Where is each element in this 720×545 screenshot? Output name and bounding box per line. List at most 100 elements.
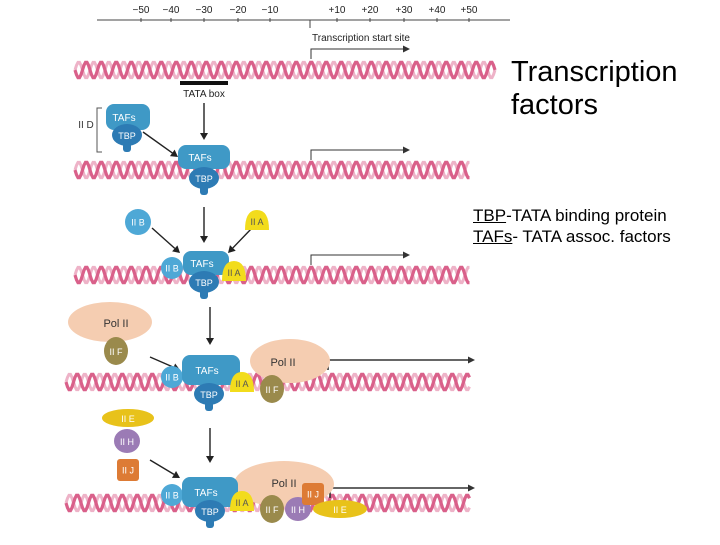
tfiia-label: II A: [227, 268, 240, 278]
legend-item-tbp: TBP-TATA binding protein: [473, 205, 671, 226]
tafs-label: TAFs: [195, 366, 218, 377]
legend-abbr-tbp: TBP: [473, 206, 507, 225]
ruler-tick-label: −30: [196, 5, 213, 16]
tfiia-stage-5: II A: [230, 491, 254, 511]
slide-title-line-2: factors: [511, 89, 599, 121]
tfiih-label: II H: [291, 505, 305, 515]
transcription-start-arrow: [310, 146, 410, 160]
dna-strand-front: [73, 265, 470, 285]
tfiif-shape: [260, 375, 284, 403]
process-arrow: [206, 307, 214, 345]
tfiie-shape: [313, 500, 367, 518]
tfiib-stage-5-shape: [161, 484, 183, 506]
abbreviation-legend: TBP-TATA binding protein TAFs- TATA asso…: [473, 205, 671, 247]
tbp-label: TBP: [201, 507, 219, 517]
tfiia-free: II A: [245, 210, 269, 230]
tfiia-stage-3: II A: [222, 261, 246, 281]
tfiij-label: II J: [307, 490, 319, 500]
pol2-stage-4: Pol II: [250, 339, 330, 383]
process-arrow-head: [206, 456, 214, 463]
slide-title: Transcription factors: [511, 56, 678, 122]
tfiie-free: II E: [102, 409, 154, 427]
process-arrow-head: [228, 245, 236, 253]
tfiib-stage-5-label: II B: [165, 491, 179, 501]
tafs-label: TAFs: [188, 153, 211, 164]
tafs-shape: [182, 355, 240, 385]
process-arrow: [200, 207, 208, 243]
start-arrow-head: [468, 484, 475, 492]
ruler-tick-label: −20: [230, 5, 247, 16]
process-arrow-head: [200, 133, 208, 140]
transcription-start-arrow: [310, 251, 410, 265]
tfiie-label: II E: [121, 414, 135, 424]
ruler-tick-label: −10: [262, 5, 279, 16]
tbp-shape: [189, 167, 219, 189]
tfiif-label: II F: [110, 347, 124, 357]
transcription-start-arrow: [310, 45, 410, 59]
tfiib-free-label: II B: [131, 218, 145, 228]
dna-strand-back: [73, 265, 470, 285]
dna-strand-front: [73, 160, 470, 180]
tfiia-shape: [230, 372, 254, 392]
ruler-tick-label: +20: [362, 5, 379, 16]
start-arrow-head: [468, 356, 475, 364]
tbp-stem: [123, 142, 131, 152]
dna-helix: [73, 265, 470, 285]
tfiif-label: II F: [266, 385, 280, 395]
tbp-stage-4: TBP: [194, 383, 224, 411]
start-arrow-head: [403, 251, 410, 259]
slide-title-line-1: Transcription: [511, 56, 678, 88]
pol2-shape: [250, 339, 330, 383]
process-arrow-head: [169, 149, 178, 157]
tfiia-shape: [245, 210, 269, 230]
start-arrow-head: [403, 146, 410, 154]
dna-strand-back: [73, 160, 470, 180]
transcription-start-arrow: [327, 356, 475, 370]
tfiia-shape: [230, 491, 254, 511]
start-site-label: Transcription start site: [312, 33, 410, 44]
legend-text-tbp: -TATA binding protein: [506, 206, 667, 225]
tfiij-label: II J: [122, 466, 134, 476]
process-arrow: [200, 103, 208, 140]
pol2-free: Pol II: [68, 302, 152, 342]
tfiib-stage-3-shape: [161, 257, 183, 279]
tfiib-stage-3-label: II B: [165, 264, 179, 274]
tafs-stage-5: TAFs: [182, 477, 238, 507]
tfiif-shape: [260, 495, 284, 523]
tafs-label: TAFs: [112, 113, 135, 124]
tfiie-stage-5: II E: [313, 500, 367, 518]
tfiib-stage-3: II B: [161, 257, 183, 279]
tata-box-bar: [180, 81, 228, 85]
ruler-tick-label: −50: [133, 5, 150, 16]
tfiib-stage-5: II B: [161, 484, 183, 506]
tbp-free-tfiid: TBP: [112, 124, 142, 152]
tfiie-label: II E: [333, 505, 347, 515]
tbp-stem: [200, 289, 208, 299]
tbp-stage-3: TBP: [189, 271, 219, 299]
tfiib-free: II B: [125, 209, 151, 235]
start-arrow-line: [310, 149, 404, 160]
legend-abbr-tafs: TAFs: [473, 227, 513, 246]
tfiij-shape: [117, 459, 139, 481]
tfiib-stage-4-label: II B: [165, 373, 179, 383]
tfiif-stage-5: II F: [260, 495, 284, 523]
tfiij-shape: [302, 483, 324, 505]
dna-helix: [73, 160, 470, 180]
tbp-shape: [189, 271, 219, 293]
pol2-shape: [68, 302, 152, 342]
process-arrow-line: [149, 459, 175, 475]
process-arrow-head: [200, 236, 208, 243]
tfiib-stage-4: II B: [161, 366, 183, 388]
process-arrow: [151, 227, 180, 253]
tafs-shape: [183, 251, 229, 275]
tbp-shape: [195, 500, 225, 522]
dna-helix: [73, 60, 497, 80]
tbp-label: TBP: [200, 390, 218, 400]
tfiib-stage-4-shape: [161, 366, 183, 388]
tfiia-label: II A: [235, 379, 248, 389]
tfiid-bracket: [96, 107, 102, 153]
tbp-label: TBP: [195, 174, 213, 184]
tfiih-shape: [114, 429, 140, 453]
